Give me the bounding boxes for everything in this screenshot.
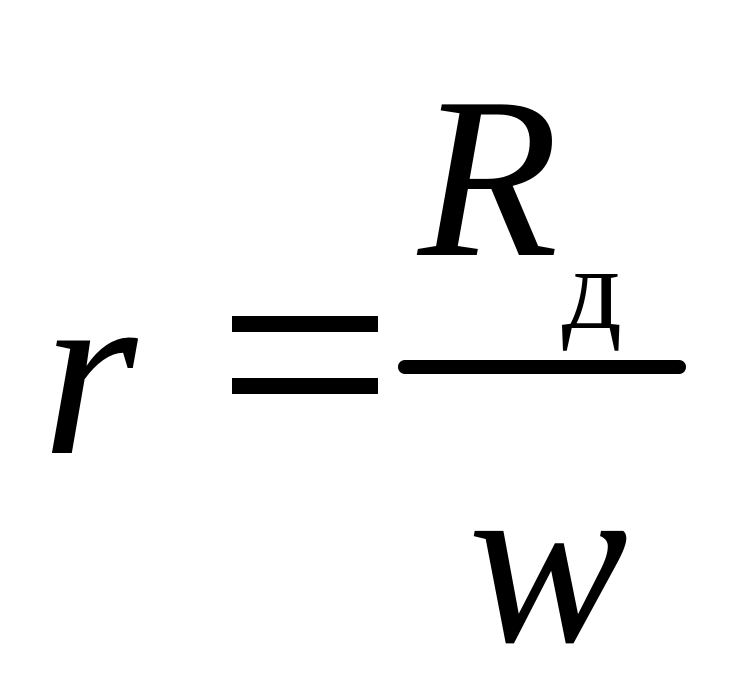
lhs-variable-r: r [42,235,138,506]
numerator-subscript-d: д [562,223,623,354]
denominator-variable-w: w [468,427,629,693]
fraction-bar [398,360,686,374]
formula: r R д w [42,50,686,680]
equals-top-bar [232,316,378,332]
equals-bottom-bar [232,378,378,394]
equals-sign [232,316,378,394]
numerator-variable-R: R [418,50,559,305]
